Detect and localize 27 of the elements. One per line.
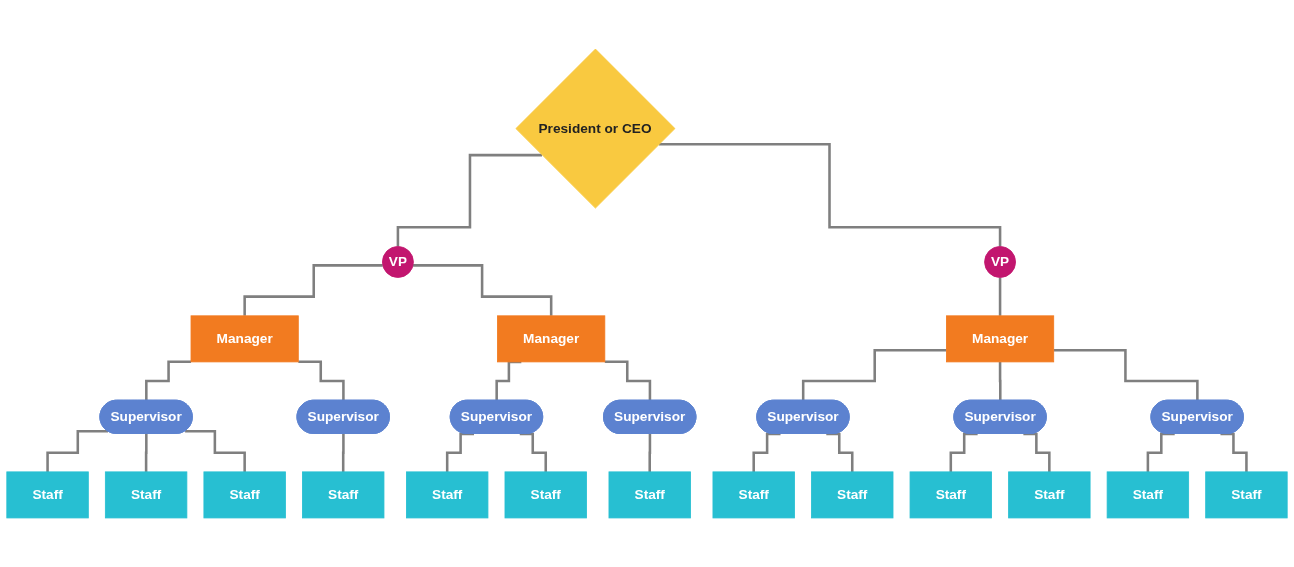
node-box: Manager	[946, 315, 1055, 363]
node-box: Staff	[504, 471, 587, 519]
connector	[396, 153, 543, 248]
node-diamond: President or CEO	[515, 48, 676, 209]
node-box: Staff	[302, 471, 385, 519]
connector	[801, 349, 947, 402]
connector	[658, 142, 1002, 248]
node-box: Staff	[1205, 471, 1288, 519]
connector	[998, 360, 1002, 402]
node-box: Staff	[608, 471, 691, 519]
node-box: Manager	[497, 315, 606, 363]
connector	[604, 360, 652, 402]
node-circle: VP	[984, 246, 1016, 278]
node-box: Staff	[712, 471, 795, 519]
node-box: Staff	[203, 471, 286, 519]
connector	[298, 360, 345, 402]
node-box: Staff	[104, 471, 188, 519]
connector	[1053, 349, 1199, 402]
node-box: Staff	[1008, 471, 1091, 519]
node-box: Staff	[811, 471, 894, 519]
node-box: Staff	[909, 471, 992, 519]
connector	[145, 360, 191, 402]
node-circle: VP	[382, 246, 414, 278]
node-box: Staff	[1106, 471, 1190, 519]
node-box: Manager	[190, 315, 299, 363]
node-box: Staff	[6, 471, 89, 519]
node-box: Staff	[406, 471, 489, 519]
